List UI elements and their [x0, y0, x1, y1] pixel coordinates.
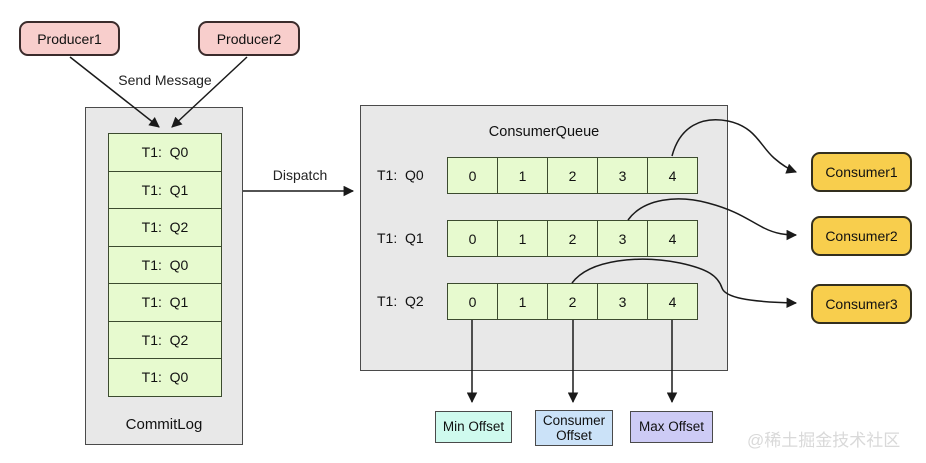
- send-message-label: Send Message: [118, 72, 212, 88]
- queue-slot: 1: [497, 220, 548, 257]
- producer2-label: Producer2: [216, 30, 282, 47]
- commitlog-cell: T1: Q2: [108, 320, 222, 359]
- consumer2-node: Consumer2: [811, 216, 912, 256]
- queue-slot: 4: [647, 157, 698, 194]
- commitlog-cell-stack: T1: Q0 T1: Q1 T1: Q2 T1: Q0 T1: Q1 T1: Q…: [108, 133, 222, 397]
- commitlog-cell: T1: Q2: [108, 208, 222, 247]
- queue-slot: 2: [547, 157, 598, 194]
- commitlog-cell: T1: Q1: [108, 283, 222, 322]
- queue-slot: 0: [447, 157, 498, 194]
- max-offset-box: Max Offset: [630, 411, 713, 443]
- queue-row-q2: 0 1 2 3 4: [447, 283, 698, 320]
- commitlog-cell: T1: Q0: [108, 245, 222, 284]
- queue-slot: 2: [547, 283, 598, 320]
- commitlog-cell: T1: Q0: [108, 133, 222, 172]
- queue-slot: 1: [497, 283, 548, 320]
- queue-slot: 3: [597, 220, 648, 257]
- consumer1-label: Consumer1: [825, 164, 898, 180]
- watermark: @稀土掘金技术社区: [747, 431, 901, 450]
- max-offset-label: Max Offset: [638, 419, 705, 435]
- min-offset-box: Min Offset: [435, 411, 512, 443]
- queue-slot: 1: [497, 157, 548, 194]
- consumer-offset-label: Consumer Offset: [542, 412, 606, 443]
- commitlog-title: CommitLog: [125, 416, 203, 433]
- producer1-node: Producer1: [19, 21, 120, 56]
- queue-slot: 0: [447, 220, 498, 257]
- consumer1-node: Consumer1: [811, 152, 912, 192]
- producer2-node: Producer2: [198, 21, 300, 56]
- queue-row-label-q1: T1: Q1: [377, 230, 424, 246]
- queue-slot: 4: [647, 220, 698, 257]
- queue-slot: 4: [647, 283, 698, 320]
- consumer3-label: Consumer3: [825, 296, 898, 312]
- consumerqueue-title: ConsumerQueue: [488, 124, 600, 140]
- producer1-label: Producer1: [37, 30, 102, 47]
- commitlog-container: T1: Q0 T1: Q1 T1: Q2 T1: Q0 T1: Q1 T1: Q…: [85, 107, 243, 445]
- commitlog-cell: T1: Q0: [108, 358, 222, 397]
- consumer-offset-box: Consumer Offset: [535, 410, 613, 446]
- queue-slot: 3: [597, 283, 648, 320]
- dispatch-label: Dispatch: [272, 167, 328, 183]
- consumer3-node: Consumer3: [811, 284, 912, 324]
- commitlog-cell: T1: Q1: [108, 170, 222, 209]
- queue-row-label-q0: T1: Q0: [377, 167, 424, 183]
- min-offset-label: Min Offset: [442, 419, 505, 435]
- queue-slot: 2: [547, 220, 598, 257]
- queue-row-label-q2: T1: Q2: [377, 293, 424, 309]
- queue-slot: 3: [597, 157, 648, 194]
- queue-row-q1: 0 1 2 3 4: [447, 220, 698, 257]
- consumer2-label: Consumer2: [825, 228, 898, 244]
- queue-slot: 0: [447, 283, 498, 320]
- queue-row-q0: 0 1 2 3 4: [447, 157, 698, 194]
